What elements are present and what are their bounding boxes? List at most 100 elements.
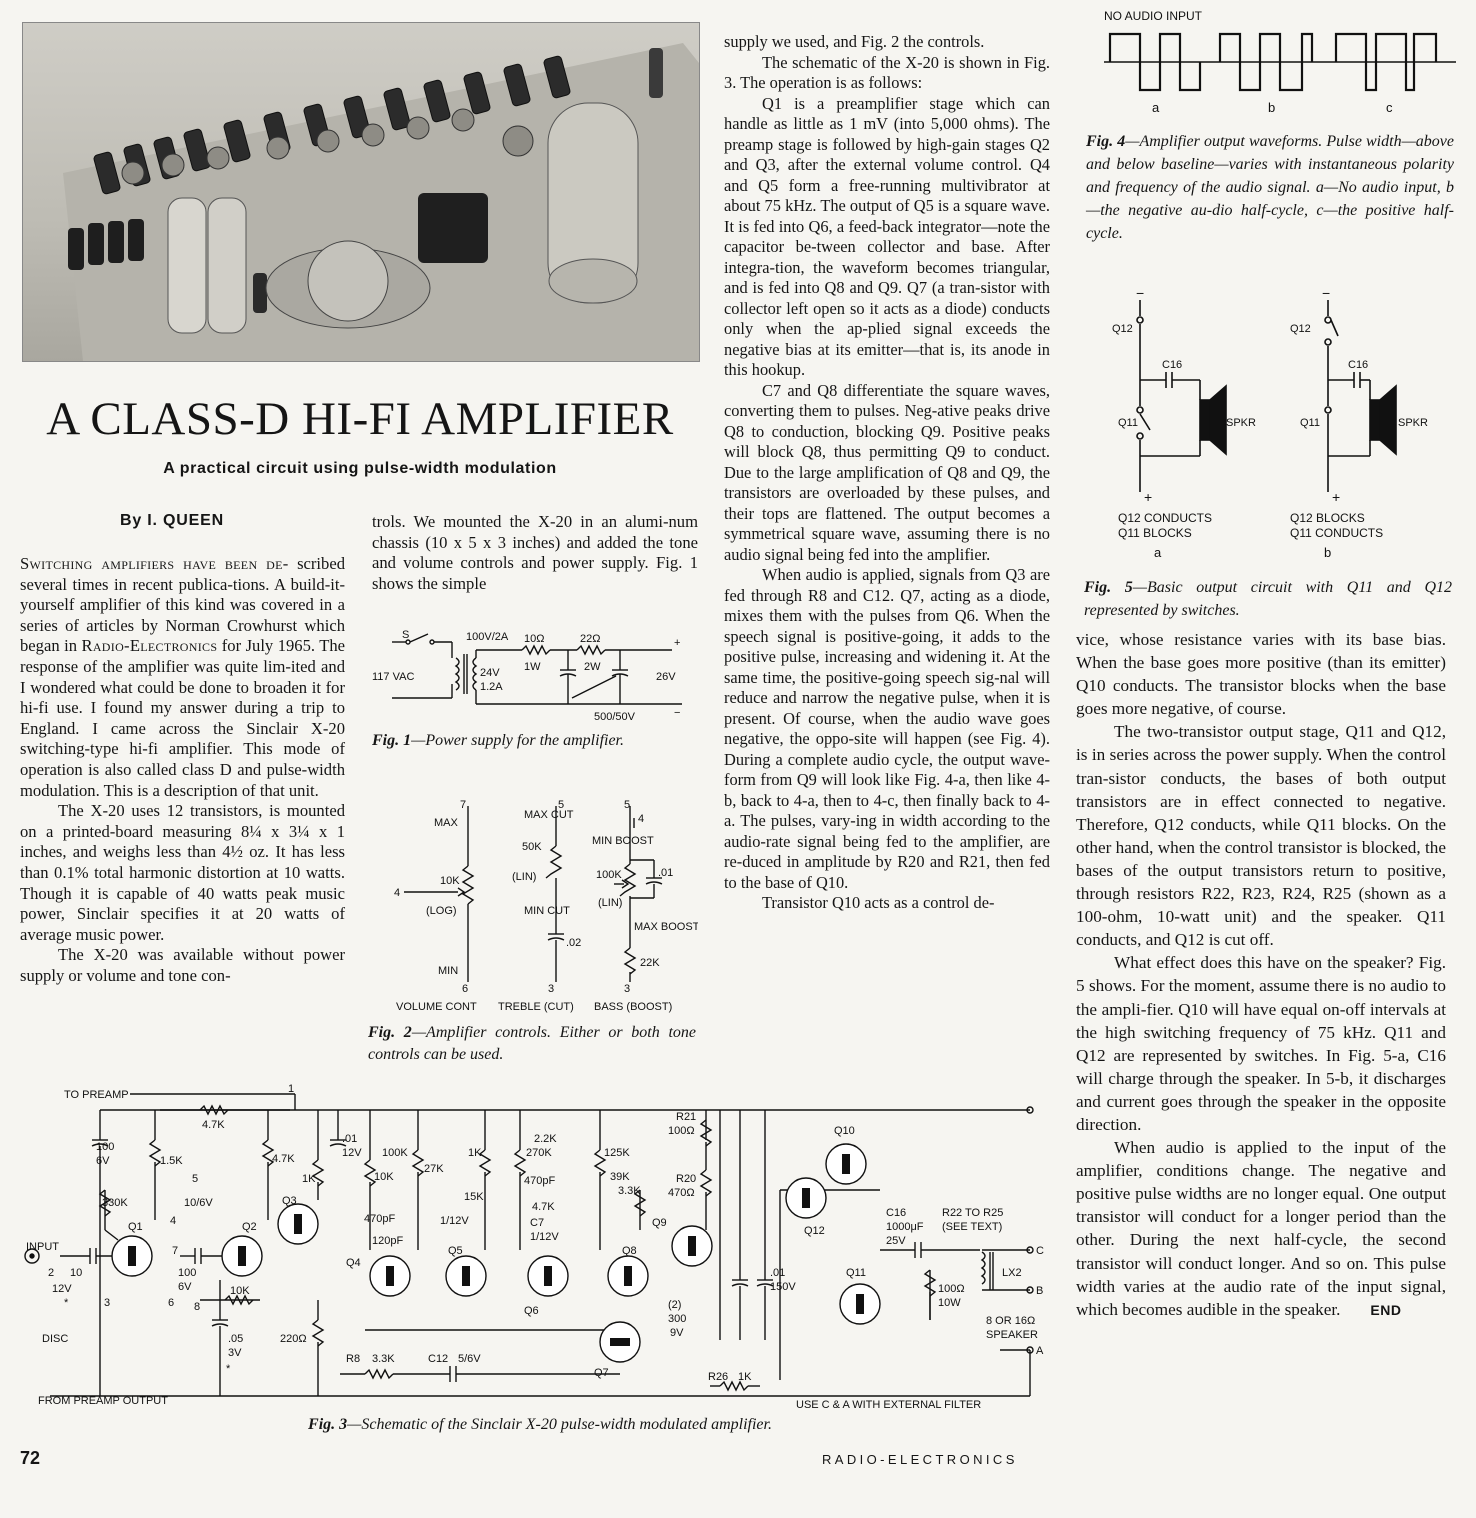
fig3-pin7: 7 [172, 1245, 178, 1257]
fig3-see-text: (SEE TEXT) [942, 1221, 1002, 1233]
fig3-q2: Q2 [242, 1221, 257, 1233]
fig3-r8: R8 [346, 1353, 360, 1365]
fig2-bass-pot: 100K [596, 869, 622, 881]
fig1-plus: + [674, 637, 680, 649]
article-title: A CLASS-D HI-FI AMPLIFIER [46, 393, 674, 445]
fig3-r33k: 3.3K [618, 1185, 641, 1197]
fig3-c7v: 1/12V [530, 1231, 559, 1243]
fig3-caption-number: Fig. 3 [308, 1416, 348, 1433]
fig5a-spkr: SPKR [1226, 417, 1256, 429]
fig3-q9: Q9 [652, 1217, 667, 1229]
fig1-caption-number: Fig. 1 [372, 732, 412, 749]
fig2-vol-max: MAX [434, 817, 459, 829]
fig3-r270k: 270K [526, 1147, 552, 1159]
col4-paragraph-4: When audio is applied to the input of th… [1076, 1136, 1446, 1322]
column-1: Switching amplifiers have been de- scrib… [20, 554, 345, 986]
fig3-c16: C16 [886, 1207, 906, 1219]
fig2-bass-top-pin: 5 [624, 799, 630, 811]
fig4-caption: Fig. 4—Amplifier output waveforms. Pulse… [1086, 130, 1454, 245]
fig3-pin3: 3 [104, 1297, 110, 1309]
fig3-c05v: 3V [228, 1347, 242, 1359]
col4-paragraph-3: What effect does this have on the speake… [1076, 953, 1446, 1134]
fig3-r22k: 2.2K [534, 1133, 557, 1145]
fig5-caption: Fig. 5—Basic output circuit with Q11 and… [1084, 576, 1452, 622]
fig2-bass-bottom-pin: 3 [624, 983, 630, 995]
fig3-c120: 120pF [372, 1235, 403, 1247]
fig3-r26v: 1K [738, 1371, 752, 1383]
fig3-c16v: 1000μF [886, 1221, 924, 1233]
fig3-r39k: 39K [610, 1171, 630, 1183]
column-4: vice, whose resistance varies with its b… [1076, 628, 1446, 1322]
col2-paragraph-1: trols. We mounted the X-20 in an alumi-n… [372, 512, 698, 593]
fig3-from-preamp: FROM PREAMP OUTPUT [38, 1395, 168, 1407]
col1-paragraph-2: The X-20 uses 12 transistors, is mounted… [20, 801, 345, 944]
fig3-q11: Q11 [846, 1267, 866, 1279]
fig2-bass-label: BASS (BOOST) [594, 1001, 672, 1013]
fig1-secondary-label: 24V [480, 667, 500, 679]
fig1-fuse-label: 100V/2A [466, 631, 509, 643]
col3-paragraph-2: Q1 is a preamplifier stage which can han… [724, 93, 1050, 380]
fig5-output-circuit: − − Q12 Q12 C16 C16 Q11 Q11 SPKR SPKR + … [1112, 285, 1428, 560]
fig3-r1k: 1K [302, 1173, 316, 1185]
fig3-pin8: 8 [194, 1301, 200, 1313]
fig3-c05: .05 [228, 1333, 243, 1345]
fig1-r1-watt: 1W [524, 661, 541, 673]
fig2-vol-log: (LOG) [426, 905, 457, 917]
fig3-r220: 220Ω [280, 1333, 307, 1345]
fig3-r100k: 100K [382, 1147, 408, 1159]
fig3-q12: Q12 [804, 1225, 825, 1237]
fig3-c100: 100 [96, 1141, 114, 1153]
fig3-r100: 100Ω [938, 1283, 965, 1295]
fig3-r20: R20 [676, 1173, 696, 1185]
fig5b-minus: − [1322, 285, 1330, 301]
fig2-caption-number: Fig. 2 [368, 1024, 412, 1041]
col4-paragraph-2: The two-transistor output stage, Q11 and… [1076, 722, 1446, 950]
fig3-c100b-v: 6V [178, 1281, 192, 1293]
fig3-terminal-a: A [1036, 1345, 1044, 1357]
fig5a-line1: Q12 CONDUCTS [1118, 511, 1212, 525]
fig3-speaker-impedance: 8 OR 16Ω [986, 1315, 1035, 1327]
fig3-r47k-top: 4.7K [202, 1119, 225, 1131]
fig1-minus: − [674, 707, 680, 719]
col3-paragraph-3: C7 and Q8 differentiate the square waves… [724, 380, 1050, 564]
fig3-r22-r25: R22 TO R25 [942, 1207, 1003, 1219]
fig5a-minus: − [1136, 285, 1144, 301]
fig2-bass-min: MIN BOOST [592, 835, 654, 847]
fig3-c12: C12 [428, 1353, 448, 1365]
fig3-c2: (2) [668, 1299, 681, 1311]
fig5b-line1: Q12 BLOCKS [1290, 511, 1365, 525]
fig4-waveforms: NO AUDIO INPUT a b c [1104, 9, 1456, 115]
fig1-r2-watt: 2W [584, 661, 601, 673]
fig2-controls-diagram: 7 MAX 10K (LOG) MIN 4 6 5 MAX CUT 50K (L… [394, 799, 698, 1013]
col3-paragraph-4: When audio is applied, signals from Q3 a… [724, 565, 1050, 892]
fig1-secondary-current: 1.2A [480, 681, 503, 693]
fig5a-q11: Q11 [1118, 417, 1138, 429]
fig3-r47k-c: 4.7K [532, 1201, 555, 1213]
fig3-q10: Q10 [834, 1125, 855, 1137]
fig3-q6: Q6 [524, 1305, 539, 1317]
end-mark: END [1370, 1301, 1402, 1318]
fig2-caption: Fig. 2—Amplifier controls. Either or bot… [368, 1022, 696, 1066]
col1-magazine-ref: Radio-Electronics [81, 636, 218, 656]
fig3-schematic: TO PREAMP 1 4.7K 100 6V 1.5K 5 10/6V 4 3… [24, 1083, 1044, 1411]
fig3-input: INPUT [26, 1241, 59, 1253]
fig5-caption-text: —Basic output circuit with Q11 and Q12 r… [1084, 579, 1452, 619]
fig3-c100b: 100 [178, 1267, 196, 1279]
fig3-q1: Q1 [128, 1221, 143, 1233]
fig5b-c16: C16 [1348, 359, 1368, 371]
col1-paragraph-1: Switching amplifiers have been de- scrib… [20, 554, 345, 801]
fig3-c12v: 5/6V [458, 1353, 481, 1365]
fig2-treble-pot: 50K [522, 841, 542, 853]
col3-paragraph-5: Transistor Q10 acts as a control de- [762, 893, 995, 912]
fig3-r47k-b: 4.7K [272, 1153, 295, 1165]
fig2-bass-cap: .01 [658, 867, 673, 879]
fig3-q3: Q3 [282, 1195, 297, 1207]
fig3-r10k-b: 10K [374, 1171, 394, 1183]
fig2-treble-max: MAX CUT [524, 809, 574, 821]
fig3-r1k-b: 1K [468, 1147, 482, 1159]
fig3-lx2: LX2 [1002, 1267, 1022, 1279]
fig3-c7: C7 [530, 1217, 544, 1229]
fig5a-line2: Q11 BLOCKS [1118, 526, 1192, 540]
fig3-r100w: 10W [938, 1297, 961, 1309]
col4-p4-text: When audio is applied to the input of th… [1076, 1138, 1446, 1319]
